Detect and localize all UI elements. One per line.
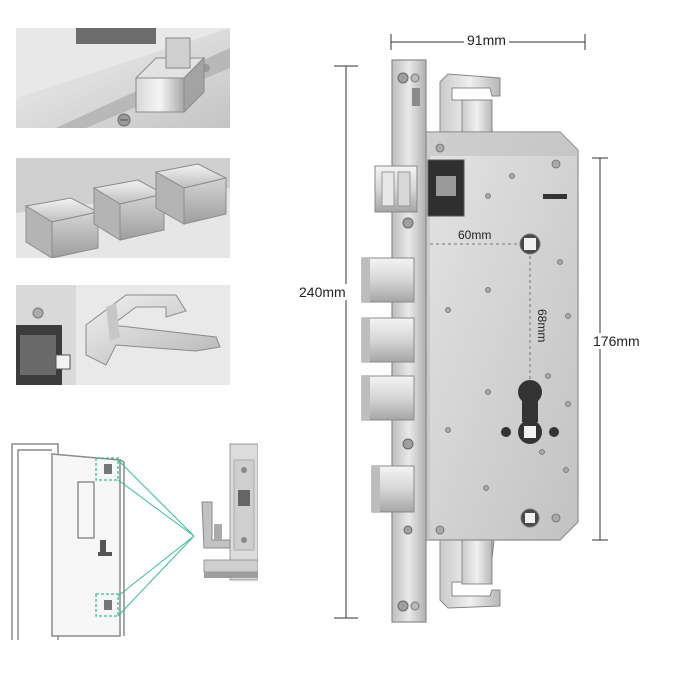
center-distance-label: 68mm [535,309,549,343]
highlight-box-bottom [95,593,119,617]
backset-label: 60mm [458,228,492,242]
dimension-height-line [334,65,358,619]
highlight-box-top [95,457,119,481]
height-label: 240mm [296,284,349,300]
hook-zoom [201,443,258,581]
body-height-label: 176mm [590,333,643,349]
deadbolt-2 [361,317,415,363]
thumbnail-bolts-closeup [16,158,230,258]
bottom-hook [439,537,501,609]
deadbolt-1 [361,257,415,303]
deadbolt-4 [371,465,415,513]
thumbnail-door-installation [8,440,258,640]
thumbnail-latch-closeup [16,28,230,128]
bottom-spindle-hole [520,508,540,528]
thumbnail-hook-closeup [16,285,230,385]
body-slot [543,194,567,199]
deadbolt-3 [361,375,415,421]
door-frame [11,443,125,640]
width-label: 91mm [464,32,509,48]
dimension-body-height-line [592,157,608,541]
spindle-hole [519,233,541,255]
latch-bolt [374,159,465,217]
cylinder-hole [501,380,559,444]
